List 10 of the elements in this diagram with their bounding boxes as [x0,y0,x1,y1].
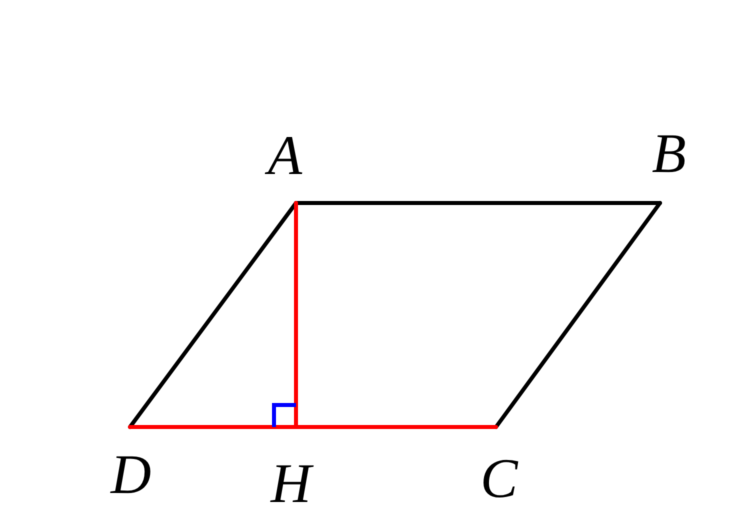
line-segment [294,201,662,205]
line-segment [494,201,662,429]
vertex-label: C [474,425,524,507]
vertex-label: H [263,425,319,512]
vertex-label: B [645,126,693,205]
line-segment [294,425,498,429]
vertex-label: A [262,128,308,205]
line-segment [128,425,298,429]
vertex-label: D [105,425,157,503]
line-segment [294,201,298,429]
